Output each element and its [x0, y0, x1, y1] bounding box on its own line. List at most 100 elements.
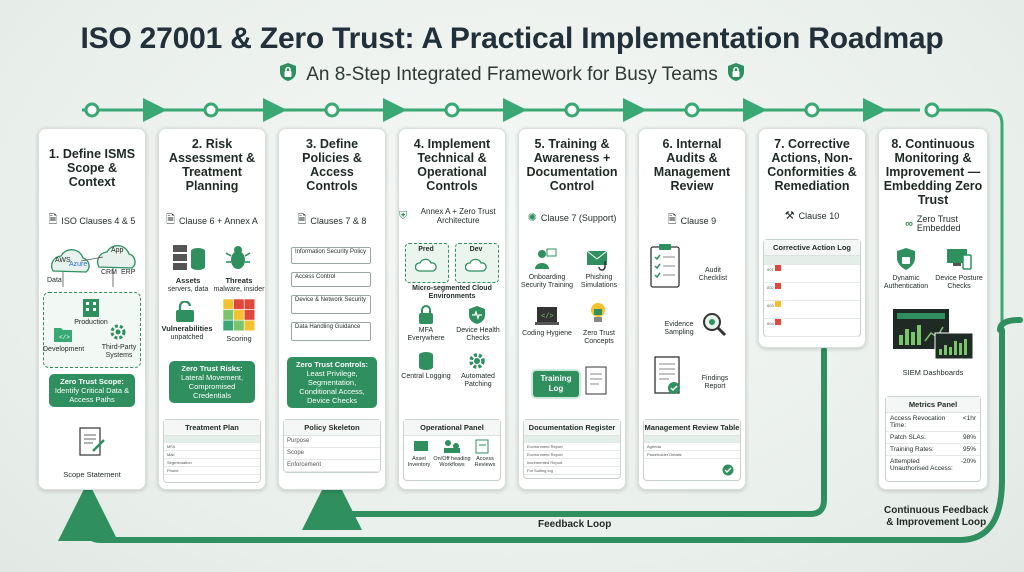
tools-icon: ⚒	[784, 210, 795, 222]
device-posture-label: Device Posture Checks	[935, 275, 983, 290]
panel-item: Access Reviews	[474, 456, 496, 468]
report-icon	[654, 356, 680, 394]
metric-row: Training Rates: 95%	[886, 444, 980, 456]
risk-heatmap-icon	[223, 299, 255, 331]
clause-ref: ⚒Clause 10	[759, 209, 865, 222]
folder-icon: </>	[54, 328, 72, 342]
server-icon	[173, 245, 205, 270]
continuous-feedback-label: Continuous Feedback & Improvement Loop	[884, 505, 988, 529]
clause-text: Clauses 7 & 8	[310, 215, 367, 226]
panel-row: 002	[764, 283, 860, 301]
cloud-icon	[465, 258, 487, 272]
panel-row: 001	[764, 265, 860, 283]
metric-value: 95%	[962, 446, 976, 453]
siem-label: SIEM Dashboards	[902, 368, 964, 377]
metric-value: <1hr	[962, 415, 976, 422]
step-title: 1. Define ISMS Scope & Context	[48, 147, 136, 189]
panel-row: 004	[764, 319, 860, 337]
page-title: ISO 27001 & Zero Trust: A Practical Impl…	[80, 22, 944, 55]
production-label: Production	[74, 319, 108, 326]
panel-row: Environment Report	[524, 451, 620, 459]
coding-label: Coding Hygiene	[522, 330, 572, 337]
clause-ref: 🗎Clause 6 + Annex A	[159, 211, 265, 230]
logging-label: Central Logging	[401, 373, 451, 380]
cloud-icon	[415, 258, 437, 272]
panel-item: On/Off heading Workflows	[433, 456, 471, 468]
metric-value: 98%	[962, 434, 976, 441]
code-icon: </>	[535, 307, 559, 325]
checklist-icon	[650, 244, 680, 288]
step-title: 7. Corrective Actions, Non-Conformities …	[767, 137, 857, 193]
document-icon: 🗎	[48, 214, 58, 226]
metric-row: Access Revocation Time:<1hr	[886, 413, 980, 432]
metric-row: Patch SLAs:98%	[886, 432, 980, 444]
step-node	[804, 102, 820, 118]
aws-label: AWS	[55, 257, 71, 264]
third-party-label: Third-Party Systems	[101, 344, 137, 359]
panel-title: Metrics Panel	[886, 397, 980, 413]
step-node	[203, 102, 219, 118]
panel-row: Phone	[164, 467, 260, 475]
row-id: 002	[767, 285, 774, 290]
page-subtitle: An 8-Step Integrated Framework for Busy …	[0, 62, 1024, 88]
step-card-4: 4. Implement Technical & Operational Con…	[398, 128, 506, 490]
patching-label: Automated Patching	[461, 373, 495, 388]
policy-skeleton-panel: Policy Skeleton Purpose Scope Enforcemen…	[283, 419, 381, 473]
assets-sub: servers, data	[167, 286, 209, 293]
data-label: Data	[47, 277, 62, 284]
svg-text:</>: </>	[541, 313, 554, 321]
step-card-3: 3. Define Policies & Access Controls 🗎Cl…	[278, 128, 386, 490]
metric-label: Training Rates:	[890, 446, 934, 453]
treatment-plan-panel: Treatment Plan MFA Mail Segmentation Pho…	[163, 419, 261, 483]
clause-ref: 🗎Clause 9	[639, 211, 745, 230]
clause-text: Clause 6 + Annex A	[179, 215, 258, 226]
training-log-box: Training Log	[531, 369, 581, 399]
panel-title: Management Review Table	[644, 420, 740, 436]
policy-doc: Access Control	[291, 272, 371, 287]
step-card-1: 1. Define ISMS Scope & Context 🗎ISO Clau…	[38, 128, 146, 490]
zt-title: Zero Trust Controls:	[295, 360, 369, 369]
mfa-label: MFA Everywhere	[407, 327, 445, 342]
step-title: 2. Risk Assessment & Treatment Planning	[168, 137, 256, 193]
crm-label: CRM	[101, 269, 117, 276]
step-title: 4. Implement Technical & Operational Con…	[413, 137, 491, 193]
panel-row: Mail	[164, 451, 260, 459]
threats-sub: malware, insider	[213, 286, 265, 293]
svg-text:</>: </>	[59, 334, 70, 341]
clause-text: Clause 7 (Support)	[540, 212, 617, 223]
siem-dashboard-icon	[893, 309, 974, 360]
step-card-7: 7. Corrective Actions, Non-Conformities …	[758, 128, 866, 348]
clause-ref: 🗎Clauses 7 & 8	[279, 211, 385, 230]
zero-trust-scope-box: Zero Trust Scope: Identify Critical Data…	[49, 374, 135, 407]
authentication-shield-icon	[897, 248, 915, 270]
development-label: Development	[43, 346, 85, 353]
lock-icon	[726, 62, 746, 88]
continuous-label-line2: & Improvement Loop	[886, 517, 987, 528]
azure-label: Azure	[69, 261, 88, 268]
panel-row: Environment Report	[524, 443, 620, 451]
zero-trust-concept-icon	[591, 303, 605, 322]
step-title: 5. Training & Awareness + Documentation …	[526, 137, 618, 193]
shield-lock-icon: ⛨	[399, 209, 408, 222]
row-id: 003	[767, 303, 774, 308]
policy-doc: Information Security Policy	[291, 247, 371, 264]
management-review-panel: Management Review Table Agenda Placehold…	[643, 419, 741, 481]
clause-text: ISO Clauses 4 & 5	[61, 215, 136, 226]
zt-text: Lateral Movement, Compromised Credential…	[180, 373, 244, 400]
step-card-8: 8. Continuous Monitoring & Improvement —…	[878, 128, 988, 490]
device-health-label: Device Health Checks	[456, 327, 500, 342]
clause-text: Clause 10	[798, 210, 840, 221]
clause-text: Clause 9	[680, 215, 717, 226]
row-id: 004	[767, 321, 774, 326]
row-id: 001	[767, 267, 774, 272]
metrics-panel: Metrics Panel Access Revocation Time:<1h…	[885, 396, 981, 482]
panel-row: Enforcement	[284, 460, 380, 472]
check-circle-icon	[722, 464, 734, 476]
policy-doc: Device & Network Security	[291, 295, 371, 314]
phishing-icon	[586, 250, 608, 271]
log-document-icon	[585, 366, 607, 395]
document-icon: 🗎	[667, 214, 677, 226]
step-node	[924, 102, 940, 118]
panel-item: Asset Inventory	[407, 456, 431, 468]
step-node	[564, 102, 580, 118]
